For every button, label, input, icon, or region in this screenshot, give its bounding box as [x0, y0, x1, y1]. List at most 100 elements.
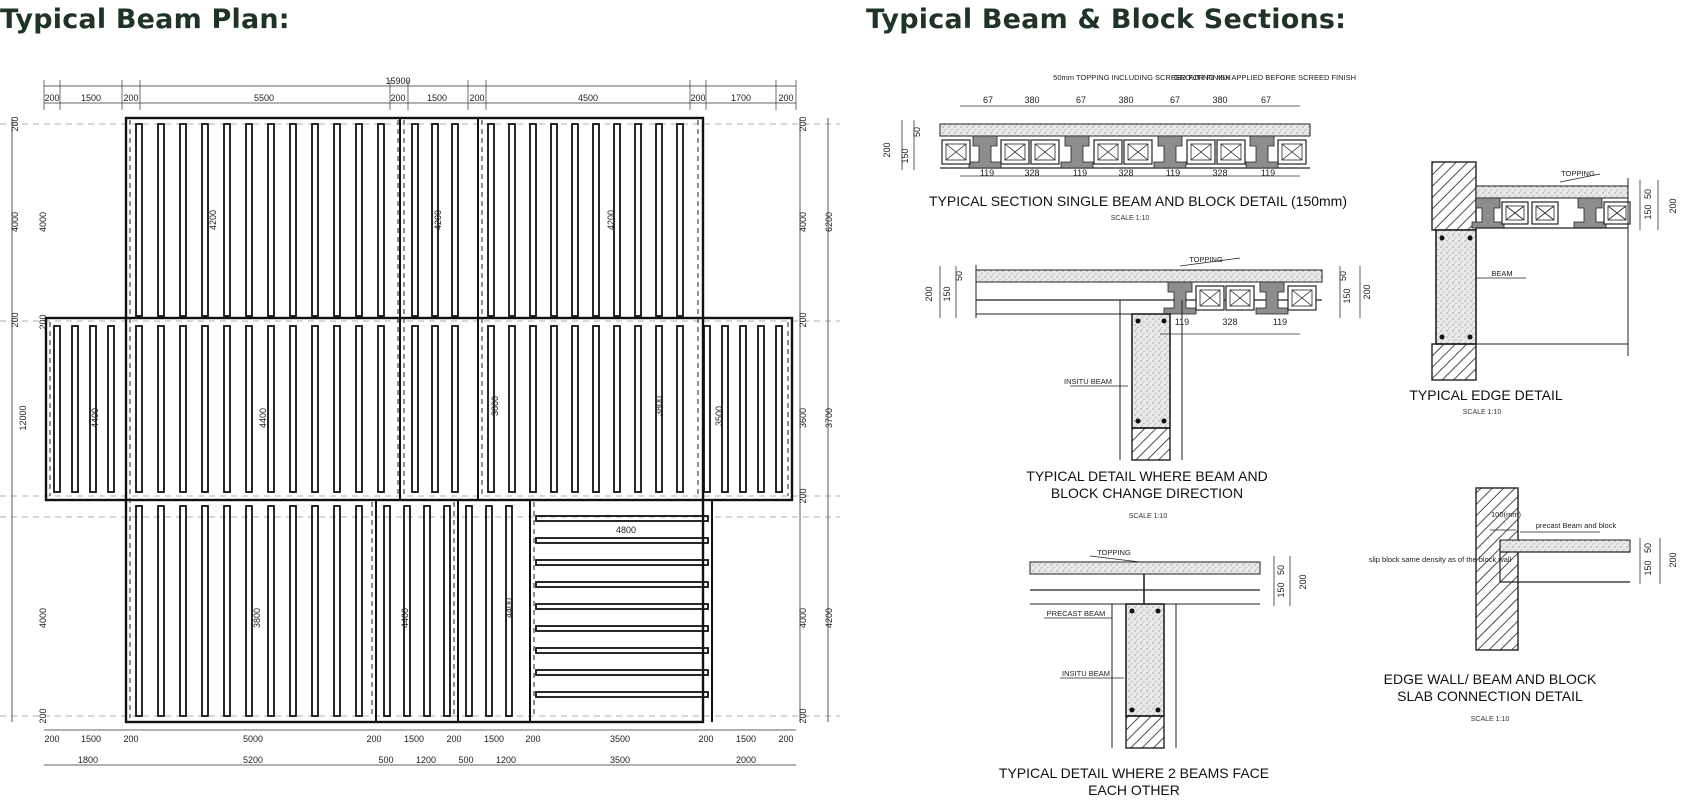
plan-beam	[377, 123, 385, 317]
precast-beam	[1471, 197, 1505, 229]
plan-beam	[431, 325, 439, 493]
change-topping-label: TOPPING	[1189, 255, 1223, 264]
single-top-dim: 380	[1212, 95, 1227, 105]
plan-top-dim: 1500	[81, 93, 101, 103]
section-change-direction: INSITU BEAM TOPPING 119 328 119 200 150 …	[924, 255, 1372, 520]
plan-beam	[383, 505, 391, 717]
beam-plan-heading: Typical Beam Plan:	[0, 4, 290, 35]
plan-bottom-dim: 200	[446, 734, 461, 744]
plan-beam	[485, 505, 493, 717]
plan-inner-dim: 4200	[606, 210, 616, 230]
plan-left-dim: 4000	[38, 608, 48, 628]
plan-left-dim: 200	[38, 314, 48, 329]
plan-beam-horizontal	[535, 537, 709, 544]
plan-beam	[655, 123, 663, 317]
edgewall-caption-1: EDGE WALL/ BEAM AND BLOCK	[1384, 671, 1597, 687]
single-caption: TYPICAL SECTION SINGLE BEAM AND BLOCK DE…	[929, 193, 1347, 209]
plan-beam	[355, 325, 363, 493]
precast-beam	[1060, 135, 1094, 169]
plan-bottom-total: 1800	[78, 755, 98, 765]
plan-right-dim: 3600	[798, 408, 808, 428]
plan-beam	[135, 123, 143, 317]
plan-beam	[451, 123, 459, 317]
plan-beam	[571, 123, 579, 317]
plan-beam	[201, 325, 209, 493]
plan-beam	[655, 325, 663, 493]
plan-inner-dim: 4200	[208, 210, 218, 230]
plan-beam-horizontal	[535, 625, 709, 632]
plan-beam	[333, 505, 341, 717]
plan-beam	[157, 325, 165, 493]
plan-beam	[135, 325, 143, 493]
single-top-dim: 380	[1024, 95, 1039, 105]
plan-beam	[634, 325, 642, 493]
plan-inner-dim: 4400	[504, 598, 514, 618]
plan-beam	[71, 325, 79, 493]
change-left-150: 150	[942, 286, 952, 301]
single-top-dim: 67	[983, 95, 993, 105]
plan-bottom-total: 500	[458, 755, 473, 765]
plan-beam	[775, 325, 783, 493]
single-scale: SCALE 1:10	[1111, 215, 1150, 222]
single-bottom-dim: 328	[1212, 168, 1227, 178]
plan-beam-horizontal	[535, 515, 709, 522]
plan-inner-dim: 3800	[654, 396, 664, 416]
precast-beam	[1153, 135, 1187, 169]
plan-beam	[487, 123, 495, 317]
plan-bottom-dim: 1500	[736, 734, 756, 744]
edge-scale: SCALE 1:10	[1463, 409, 1502, 416]
plan-beam	[508, 325, 516, 493]
plan-beam	[201, 505, 209, 717]
plan-beam	[676, 325, 684, 493]
change-dim-328: 328	[1222, 317, 1237, 327]
plan-beam	[411, 325, 419, 493]
facing-topping-label: TOPPING	[1097, 548, 1131, 557]
plan-beam	[53, 325, 61, 493]
plan-bottom-dim: 200	[525, 734, 540, 744]
plan-beam	[333, 123, 341, 317]
single-bottom-dim: 119	[980, 168, 994, 178]
plan-bottom-total: 1200	[496, 755, 516, 765]
change-left-50: 50	[954, 271, 964, 281]
edge-caption: TYPICAL EDGE DETAIL	[1409, 387, 1562, 403]
plan-top-dim: 200	[690, 93, 705, 103]
plan-beam-horizontal	[535, 581, 709, 588]
plan-beam	[592, 123, 600, 317]
edgewall-caption-2: SLAB CONNECTION DETAIL	[1397, 688, 1583, 704]
plan-beam	[613, 325, 621, 493]
change-right-150: 150	[1342, 288, 1352, 303]
facing-precast-label: PRECAST BEAM	[1047, 609, 1106, 618]
plan-right-dim: 3700	[824, 408, 834, 428]
single-dim-150: 150	[900, 148, 910, 163]
single-dim-50: 50	[912, 127, 922, 137]
section-beams-facing: TOPPING PRECAST BEAM INSITU BEAM 50 150 …	[999, 548, 1308, 798]
plan-beam	[431, 123, 439, 317]
edgewall-dim-150: 150	[1643, 560, 1653, 575]
plan-beam	[465, 505, 473, 717]
plan-bottom-dim: 200	[44, 734, 59, 744]
plan-inner-dim: 4200	[433, 210, 443, 230]
plan-beam	[107, 325, 115, 493]
plan-beam	[703, 325, 711, 493]
change-scale: SCALE 1:10	[1129, 513, 1168, 520]
plan-beam	[487, 325, 495, 493]
plan-beam	[157, 123, 165, 317]
plan-beam-horizontal	[535, 647, 709, 654]
plan-beam	[157, 505, 165, 717]
single-bottom-dim: 119	[1073, 168, 1087, 178]
edge-beam-label: BEAM	[1491, 269, 1512, 278]
plan-top-dim: 5500	[254, 93, 274, 103]
plan-beam	[355, 505, 363, 717]
plan-top-dim: 200	[469, 93, 484, 103]
change-left-200: 200	[924, 286, 934, 301]
plan-beam	[289, 325, 297, 493]
plan-beam	[739, 325, 747, 493]
edgewall-scale: SCALE 1:10	[1471, 716, 1510, 723]
single-top-dim: 380	[1118, 95, 1133, 105]
plan-beam	[529, 325, 537, 493]
plan-beam	[267, 325, 275, 493]
plan-beam	[267, 505, 275, 717]
single-grout-note: GROUTING MIX APPLIED BEFORE SCREED FINIS…	[1174, 73, 1356, 82]
